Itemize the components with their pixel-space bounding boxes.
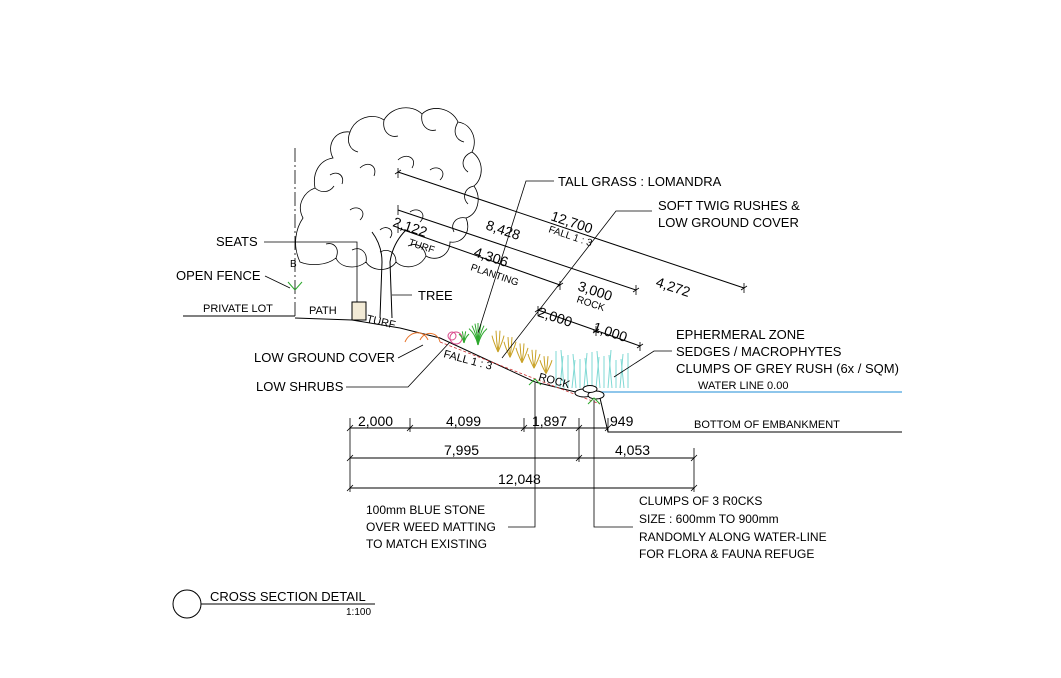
rock-bank-label: ROCK (537, 371, 571, 391)
rocks-label-line4: FOR FLORA & FAUNA REFUGE (639, 547, 814, 561)
blue-stone-leader (508, 383, 536, 528)
low-shrubs-leader (346, 341, 451, 388)
blue-stone-label-line3: TO MATCH EXISTING (366, 537, 487, 551)
seats-leader (264, 241, 358, 302)
bottom-embankment-label: BOTTOM OF EMBANKMENT (694, 419, 840, 431)
blue-stone-label-line1: 100mm BLUE STONE (366, 503, 485, 517)
dim-slope-8428: 8,428 (484, 217, 523, 243)
dim-h-2000: 2,000 (358, 413, 393, 429)
low-shrubs-label: LOW SHRUBS (256, 379, 344, 394)
private-lot-label: PRIVATE LOT (203, 303, 273, 315)
rocks-label-line1: CLUMPS OF 3 R0CKS (639, 494, 762, 508)
rocks-label-line2: SIZE : 600mm TO 900mm (639, 512, 779, 526)
tree-label: TREE (418, 288, 453, 303)
dim-slope-4272: 4,272 (654, 274, 693, 300)
open-fence-label: OPEN FENCE (176, 268, 261, 283)
blue-stone-arrow (528, 378, 542, 386)
rocks-label-line3: RANDOMLY ALONG WATER-LINE (639, 530, 827, 544)
dim-h-12048: 12,048 (498, 471, 541, 487)
seat-block (351, 301, 367, 321)
rock-clumps (574, 385, 605, 400)
tree-canopy (295, 107, 482, 270)
ephemeral-label-line3: CLUMPS OF GREY RUSH (6x / SQM) (676, 361, 899, 376)
dim-h-1897: 1,897 (532, 413, 567, 429)
dim-slope-1000: 1,000 (591, 319, 630, 345)
ephemeral-leader (613, 350, 672, 378)
ephemeral-label-line2: SEDGES / MACROPHYTES (676, 344, 842, 359)
dim-slope-2122: 2,122 (391, 214, 430, 240)
soft-twig-label-line2: LOW GROUND COVER (658, 215, 799, 230)
low-ground-cover-plants (404, 332, 441, 343)
low-ground-cover-label: LOW GROUND COVER (254, 350, 395, 365)
title-text: CROSS SECTION DETAIL (210, 589, 366, 604)
soft-twig-rush-plants (491, 330, 553, 374)
soft-twig-label-line1: SOFT TWIG RUSHES & (658, 198, 800, 213)
tall-grass-leader (477, 180, 554, 334)
ephemeral-label-line1: EPHERMERAL ZONE (676, 327, 805, 342)
dim-slope-2000: 2,000 (536, 304, 575, 330)
dim-h-4099: 4,099 (446, 413, 481, 429)
sloped-dimension-lines (394, 168, 748, 351)
embankment-base (439, 341, 601, 405)
water-line-label: WATER LINE 0.00 (698, 380, 788, 392)
grey-rush-sedge-plants (555, 349, 629, 389)
blue-stone-label-line2: OVER WEED MATTING (366, 520, 496, 534)
seats-label: SEATS (216, 234, 258, 249)
tall-grass-label: TALL GRASS : LOMANDRA (558, 174, 722, 189)
dim-h-7995: 7,995 (444, 442, 479, 458)
rocks-leader (593, 400, 633, 528)
open-fence-marker (287, 281, 303, 291)
tree-trunk (371, 229, 407, 319)
title-scale: 1:100 (346, 607, 371, 618)
dim-h-4053: 4,053 (615, 442, 650, 458)
grid-line-label: B (290, 259, 297, 270)
horizontal-dimension-lines (346, 418, 698, 492)
fall-bank-label: FALL 1 : 3 (442, 348, 493, 372)
rocks-arrow (587, 397, 601, 405)
open-fence-leader (264, 275, 291, 289)
title-circle (172, 589, 202, 619)
low-ground-cover-leader (397, 344, 424, 359)
dim-h-949: 949 (610, 413, 634, 429)
path-label: PATH (309, 305, 337, 317)
tall-grass-lomandra-plants (458, 323, 488, 346)
